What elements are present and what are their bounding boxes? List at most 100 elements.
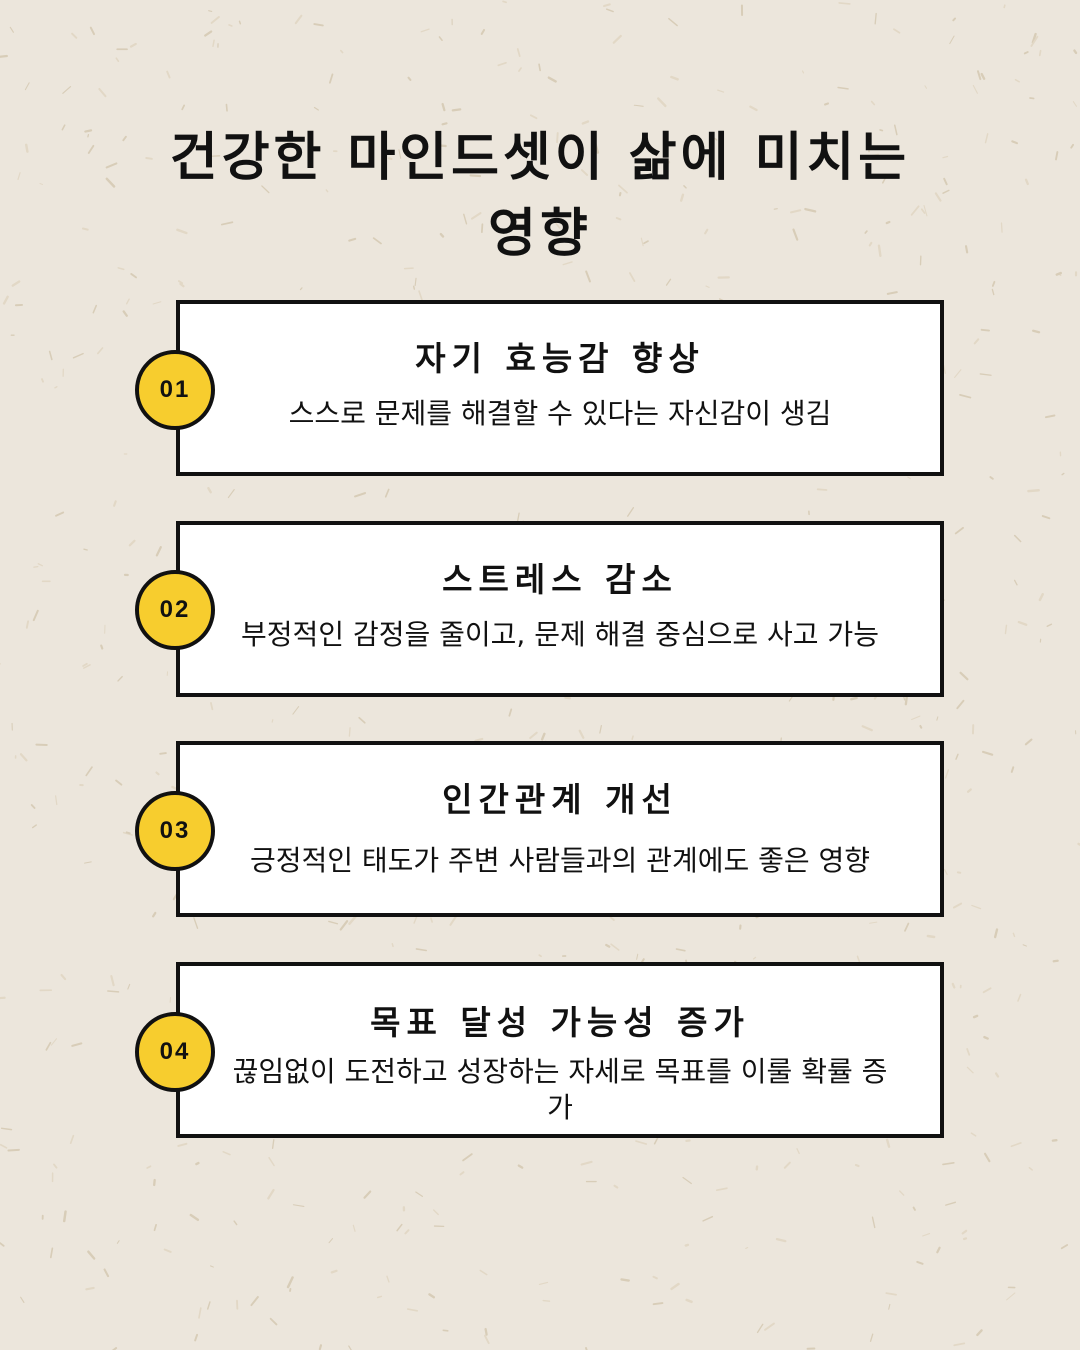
- texture-speck: [60, 973, 67, 981]
- texture-speck: [879, 129, 884, 132]
- texture-speck: [955, 753, 959, 760]
- number-badge: 03: [135, 791, 215, 871]
- texture-speck: [55, 795, 58, 806]
- texture-speck: [1010, 1142, 1022, 1148]
- texture-speck: [717, 89, 725, 93]
- texture-speck: [538, 954, 542, 958]
- texture-speck: [98, 87, 107, 98]
- texture-speck: [209, 1265, 214, 1268]
- texture-speck: [418, 290, 424, 302]
- texture-speck: [1041, 515, 1051, 520]
- texture-speck: [877, 244, 882, 257]
- texture-speck: [1000, 222, 1003, 233]
- texture-speck: [85, 766, 93, 777]
- texture-speck: [71, 32, 78, 39]
- texture-speck: [924, 85, 928, 89]
- texture-speck: [166, 70, 171, 79]
- texture-speck: [756, 1323, 764, 1334]
- texture-speck: [636, 953, 639, 960]
- card-title: 자기 효능감 향상: [415, 339, 705, 378]
- texture-speck: [502, 0, 508, 4]
- texture-speck: [151, 911, 157, 918]
- texture-speck: [32, 609, 39, 622]
- texture-speck: [0, 1242, 5, 1247]
- texture-speck: [705, 285, 710, 288]
- texture-speck: [83, 548, 88, 551]
- texture-speck: [100, 644, 104, 650]
- texture-speck: [749, 105, 758, 112]
- texture-speck: [125, 831, 131, 835]
- texture-speck: [449, 914, 458, 926]
- texture-speck: [994, 1072, 1000, 1078]
- texture-speck: [1024, 738, 1033, 746]
- texture-speck: [643, 240, 649, 245]
- texture-speck: [313, 106, 319, 111]
- texture-speck: [764, 1322, 775, 1331]
- texture-speck: [330, 1269, 338, 1274]
- texture-speck: [428, 1293, 436, 1299]
- texture-speck: [396, 1223, 403, 1232]
- texture-speck: [480, 223, 484, 234]
- texture-speck: [942, 189, 950, 194]
- texture-speck: [0, 54, 8, 58]
- texture-speck: [594, 142, 600, 154]
- texture-speck: [783, 1161, 791, 1169]
- texture-speck: [869, 1333, 874, 1342]
- texture-speck: [339, 49, 344, 54]
- texture-speck: [903, 695, 906, 701]
- texture-speck: [1012, 932, 1016, 938]
- texture-speck: [1070, 143, 1075, 149]
- texture-speck: [982, 987, 992, 994]
- texture-speck: [663, 160, 671, 168]
- texture-speck: [407, 76, 412, 81]
- texture-speck: [1038, 593, 1044, 602]
- texture-speck: [176, 228, 188, 235]
- texture-speck: [430, 917, 433, 923]
- texture-speck: [936, 1246, 941, 1254]
- texture-speck: [177, 280, 184, 285]
- texture-speck: [1044, 414, 1056, 419]
- texture-speck: [966, 788, 972, 793]
- texture-speck: [556, 132, 559, 144]
- texture-speck: [951, 982, 956, 989]
- texture-speck: [599, 724, 602, 734]
- texture-speck: [439, 232, 445, 238]
- texture-speck: [1028, 1166, 1033, 1171]
- texture-speck: [943, 868, 948, 876]
- texture-speck: [1004, 624, 1008, 635]
- texture-speck: [20, 1296, 25, 1303]
- texture-speck: [585, 270, 591, 283]
- texture-speck: [207, 486, 212, 494]
- texture-speck: [155, 546, 162, 557]
- texture-speck: [1013, 534, 1022, 543]
- texture-speck: [62, 1210, 67, 1223]
- texture-speck: [376, 1295, 383, 1299]
- texture-speck: [1017, 620, 1028, 626]
- texture-speck: [41, 378, 44, 383]
- texture-speck: [1010, 766, 1015, 773]
- texture-speck: [412, 285, 416, 290]
- texture-speck: [1017, 993, 1022, 1002]
- texture-speck: [30, 804, 36, 809]
- texture-speck: [555, 222, 561, 229]
- texture-speck: [926, 934, 936, 939]
- texture-speck: [354, 492, 367, 498]
- texture-speck: [348, 1345, 352, 1350]
- texture-speck: [1013, 579, 1018, 586]
- texture-speck: [0, 1143, 8, 1149]
- card-title: 스트레스 감소: [442, 560, 678, 599]
- texture-speck: [868, 241, 873, 247]
- texture-speck: [97, 347, 104, 355]
- texture-speck: [871, 1216, 876, 1229]
- texture-speck: [33, 565, 39, 568]
- texture-speck: [712, 137, 718, 141]
- texture-speck: [391, 943, 394, 948]
- card-title: 목표 달성 가능성 증가: [370, 1003, 750, 1042]
- texture-speck: [1011, 140, 1019, 145]
- texture-speck: [959, 393, 972, 399]
- texture-speck: [115, 779, 123, 786]
- texture-speck: [403, 267, 414, 270]
- texture-speck: [1055, 151, 1059, 161]
- texture-speck: [850, 696, 858, 701]
- texture-speck: [704, 228, 709, 235]
